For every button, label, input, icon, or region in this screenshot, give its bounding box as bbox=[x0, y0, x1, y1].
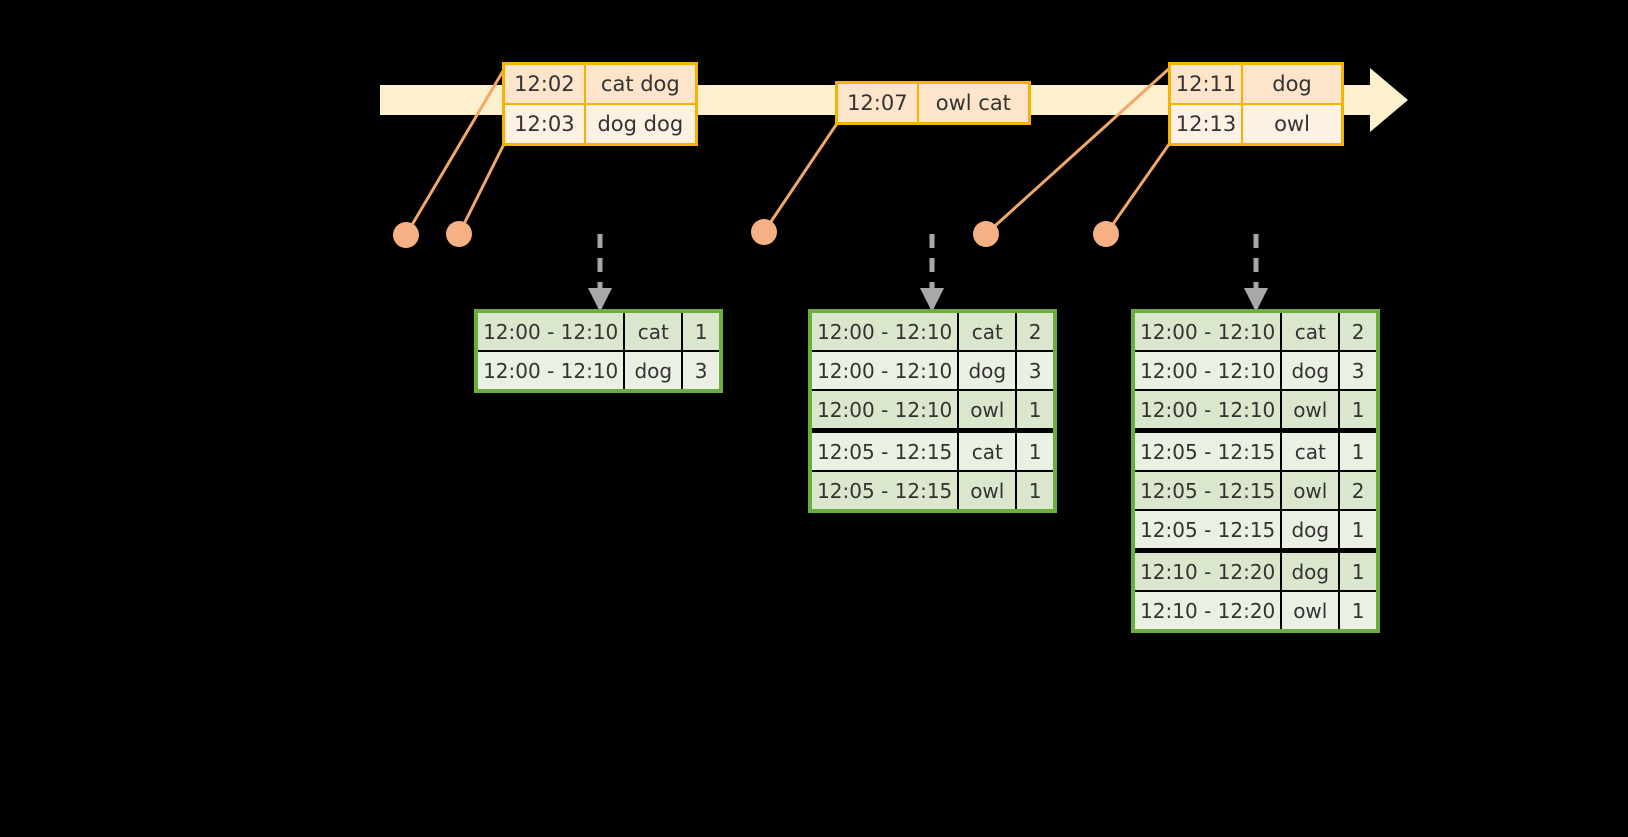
event-words: owl cat bbox=[918, 84, 1028, 122]
event-row: 12:07 owl cat bbox=[838, 84, 1028, 122]
result-range: 12:00 - 12:10 bbox=[1135, 313, 1281, 350]
result-range: 12:00 - 12:10 bbox=[812, 313, 958, 350]
result-count: 1 bbox=[1340, 592, 1376, 629]
result-word: dog bbox=[1282, 553, 1339, 590]
connector-line-2 bbox=[457, 139, 508, 235]
result-range: 12:10 - 12:20 bbox=[1135, 592, 1281, 629]
event-words: dog dog bbox=[585, 105, 695, 143]
result-range: 12:05 - 12:15 bbox=[1135, 472, 1281, 509]
event-marker-1 bbox=[393, 222, 419, 248]
result-count: 1 bbox=[1340, 391, 1376, 428]
result-word: dog bbox=[625, 352, 682, 389]
result-range: 12:00 - 12:10 bbox=[812, 352, 958, 389]
result-count: 3 bbox=[1017, 352, 1053, 389]
result-count: 3 bbox=[1340, 352, 1376, 389]
result-range: 12:00 - 12:10 bbox=[812, 391, 958, 428]
result-word: cat bbox=[1282, 433, 1339, 470]
result-count: 2 bbox=[1340, 472, 1376, 509]
result-word: owl bbox=[959, 391, 1016, 428]
event-box-2[interactable]: 12:07 owl cat bbox=[835, 81, 1031, 125]
result-range: 12:05 - 12:15 bbox=[812, 472, 958, 509]
result-count: 1 bbox=[683, 313, 719, 350]
result-word: owl bbox=[1282, 472, 1339, 509]
result-word: cat bbox=[625, 313, 682, 350]
result-word: dog bbox=[959, 352, 1016, 389]
event-time: 12:03 bbox=[505, 105, 586, 143]
result-word: owl bbox=[959, 472, 1016, 509]
result-range: 12:05 - 12:15 bbox=[1135, 511, 1281, 548]
event-marker-3 bbox=[751, 219, 777, 245]
event-marker-5 bbox=[1093, 221, 1119, 247]
event-row: 12:02 cat dog bbox=[505, 65, 695, 103]
result-count: 2 bbox=[1340, 313, 1376, 350]
result-word: owl bbox=[1282, 391, 1339, 428]
result-count: 1 bbox=[1017, 472, 1053, 509]
result-count: 1 bbox=[1017, 433, 1053, 470]
result-count: 1 bbox=[1340, 433, 1376, 470]
result-range: 12:05 - 12:15 bbox=[1135, 433, 1281, 470]
result-count: 1 bbox=[1340, 511, 1376, 548]
result-word: cat bbox=[959, 433, 1016, 470]
result-range: 12:00 - 12:10 bbox=[1135, 391, 1281, 428]
result-word: cat bbox=[1282, 313, 1339, 350]
result-range: 12:10 - 12:20 bbox=[1135, 553, 1281, 590]
event-words: owl bbox=[1243, 105, 1341, 143]
result-range: 12:00 - 12:10 bbox=[1135, 352, 1281, 389]
result-word: dog bbox=[1282, 511, 1339, 548]
event-words: cat dog bbox=[585, 65, 695, 103]
event-marker-4 bbox=[973, 221, 999, 247]
result-word: cat bbox=[959, 313, 1016, 350]
event-time: 12:11 bbox=[1171, 65, 1243, 103]
result-range: 12:00 - 12:10 bbox=[478, 352, 624, 389]
event-time: 12:07 bbox=[838, 84, 919, 122]
event-row: 12:13 owl bbox=[1171, 103, 1341, 143]
result-count: 1 bbox=[1340, 553, 1376, 590]
result-count: 3 bbox=[683, 352, 719, 389]
result-count: 1 bbox=[1017, 391, 1053, 428]
connector-line-3 bbox=[762, 121, 840, 233]
connector-line-5 bbox=[1104, 139, 1174, 235]
result-word: owl bbox=[1282, 592, 1339, 629]
event-marker-2 bbox=[446, 221, 472, 247]
event-time: 12:13 bbox=[1171, 105, 1243, 143]
event-row: 12:11 dog bbox=[1171, 65, 1341, 103]
timeline-arrow-head-icon bbox=[1370, 68, 1408, 132]
event-words: dog bbox=[1243, 65, 1341, 103]
result-count: 2 bbox=[1017, 313, 1053, 350]
event-row: 12:03 dog dog bbox=[505, 103, 695, 143]
event-time: 12:02 bbox=[505, 65, 586, 103]
event-box-1[interactable]: 12:02 cat dog 12:03 dog dog bbox=[502, 62, 698, 146]
result-range: 12:05 - 12:15 bbox=[812, 433, 958, 470]
result-word: dog bbox=[1282, 352, 1339, 389]
result-range: 12:00 - 12:10 bbox=[478, 313, 624, 350]
event-box-3[interactable]: 12:11 dog 12:13 owl bbox=[1168, 62, 1344, 146]
